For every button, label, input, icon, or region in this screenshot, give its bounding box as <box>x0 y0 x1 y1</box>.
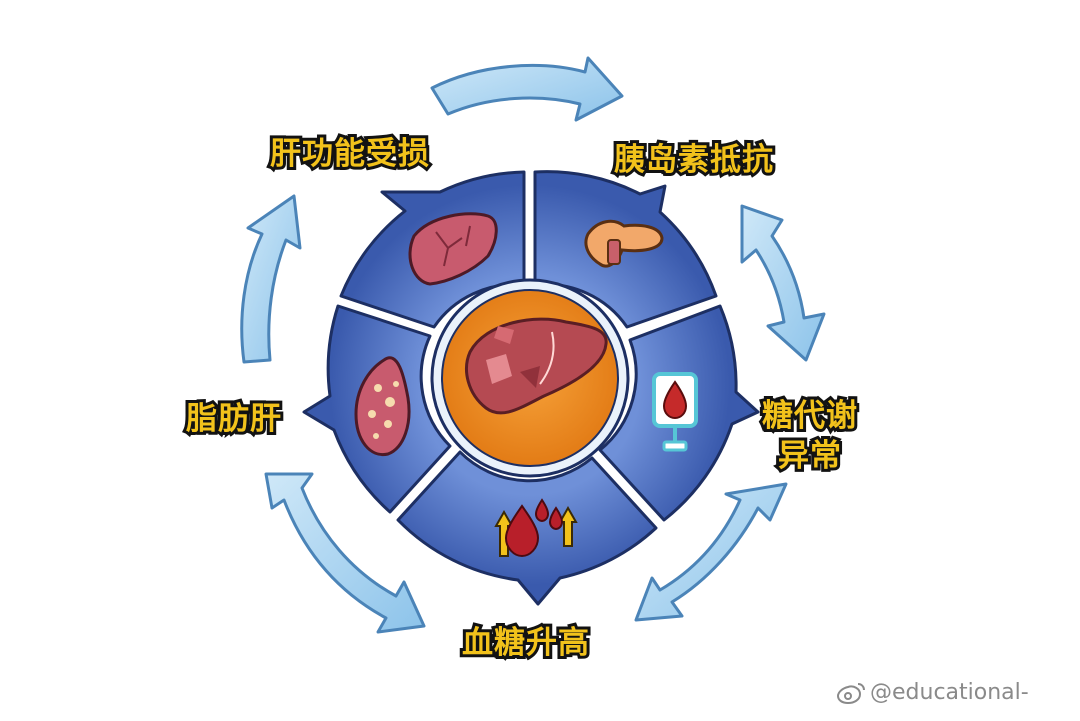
stage-label-insulin-resistance: 胰岛素抵抗 <box>611 139 776 181</box>
liver-icon <box>465 317 608 415</box>
cycle-arrows <box>240 56 826 634</box>
stage-label-text: 糖代谢 异常 <box>759 395 860 477</box>
arrow-right-lower <box>634 482 788 622</box>
pancreas-icon <box>584 219 664 268</box>
weibo-icon <box>836 682 865 704</box>
fatty-liver-icon <box>354 356 411 457</box>
glucose-meter-icon <box>652 372 698 452</box>
watermark: @educational- <box>836 680 1029 705</box>
stage-label-metabolic-disorder: 糖代谢 异常 <box>759 395 860 477</box>
arrow-top <box>430 56 624 122</box>
damaged-liver-icon <box>408 212 498 286</box>
stage-label-fatty-liver: 脂肪肝 <box>183 398 284 440</box>
arrow-left-upper <box>240 194 302 364</box>
arrow-right-upper <box>740 204 826 362</box>
watermark-text: @educational- <box>870 680 1029 705</box>
blood-drops-rising-icon <box>494 498 578 558</box>
arrow-left-lower <box>264 472 426 634</box>
stage-label-high-blood-sugar: 血糖升高 <box>459 622 592 664</box>
stage-label-liver-damage: 肝功能受损 <box>267 133 432 175</box>
